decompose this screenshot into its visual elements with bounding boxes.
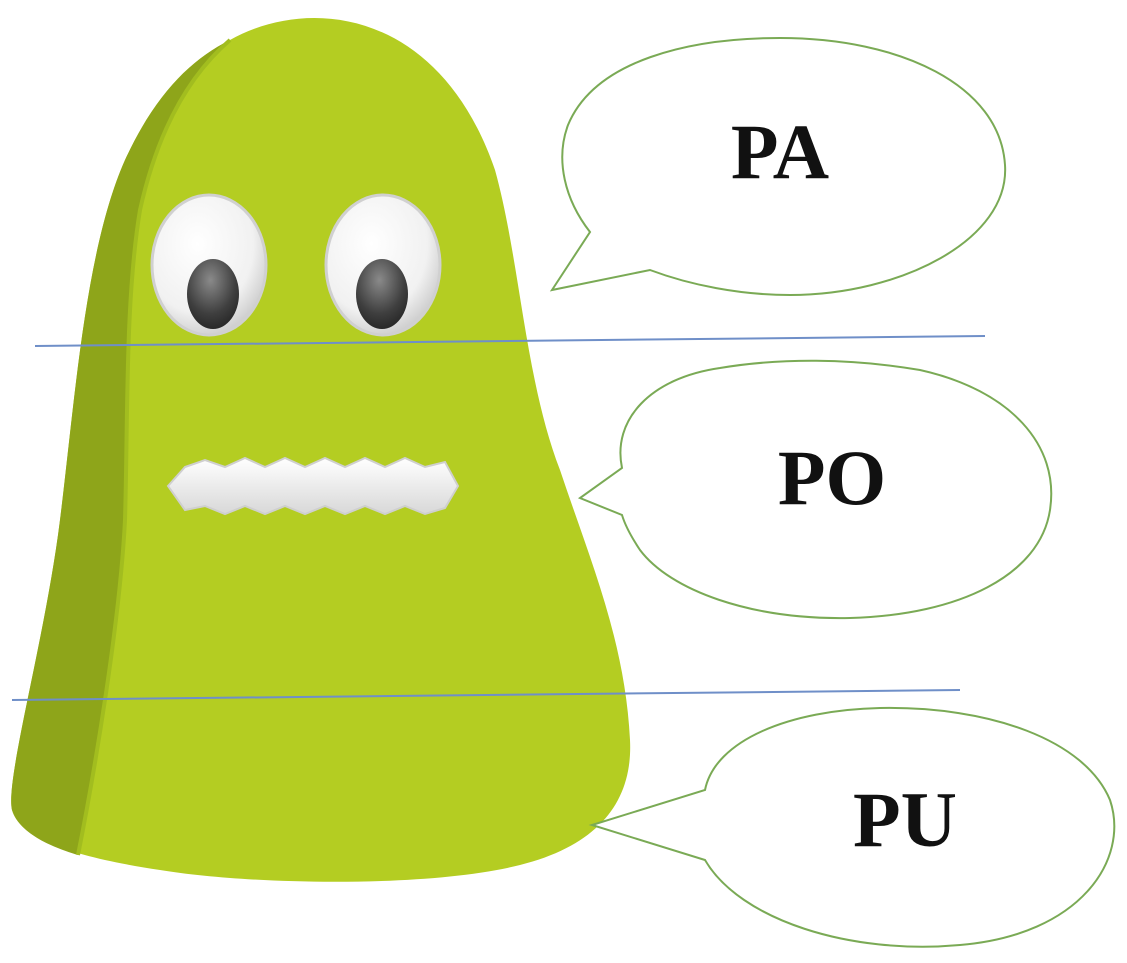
divider-line-top xyxy=(34,335,986,347)
speech-bubble-icon xyxy=(588,706,1116,948)
speech-bubble-icon xyxy=(577,359,1053,620)
bubble-label-pa: PA xyxy=(731,108,829,195)
speech-bubble-pa: PA xyxy=(549,36,1007,297)
divider-line-bottom xyxy=(11,689,961,701)
bubble-label-pu: PU xyxy=(853,776,957,863)
character-shadow-edge xyxy=(76,38,232,856)
zigzag-mouth-icon xyxy=(166,456,460,516)
speech-bubble-pu: PU xyxy=(588,706,1116,948)
character-shadow-side xyxy=(11,40,230,855)
green-blob-character-icon xyxy=(11,17,631,882)
speech-bubble-po: PO xyxy=(577,359,1053,620)
bubble-label-po: PO xyxy=(778,434,886,521)
left-eye-icon xyxy=(150,193,268,337)
right-eye-icon xyxy=(324,193,442,337)
speech-bubble-icon xyxy=(549,36,1007,297)
